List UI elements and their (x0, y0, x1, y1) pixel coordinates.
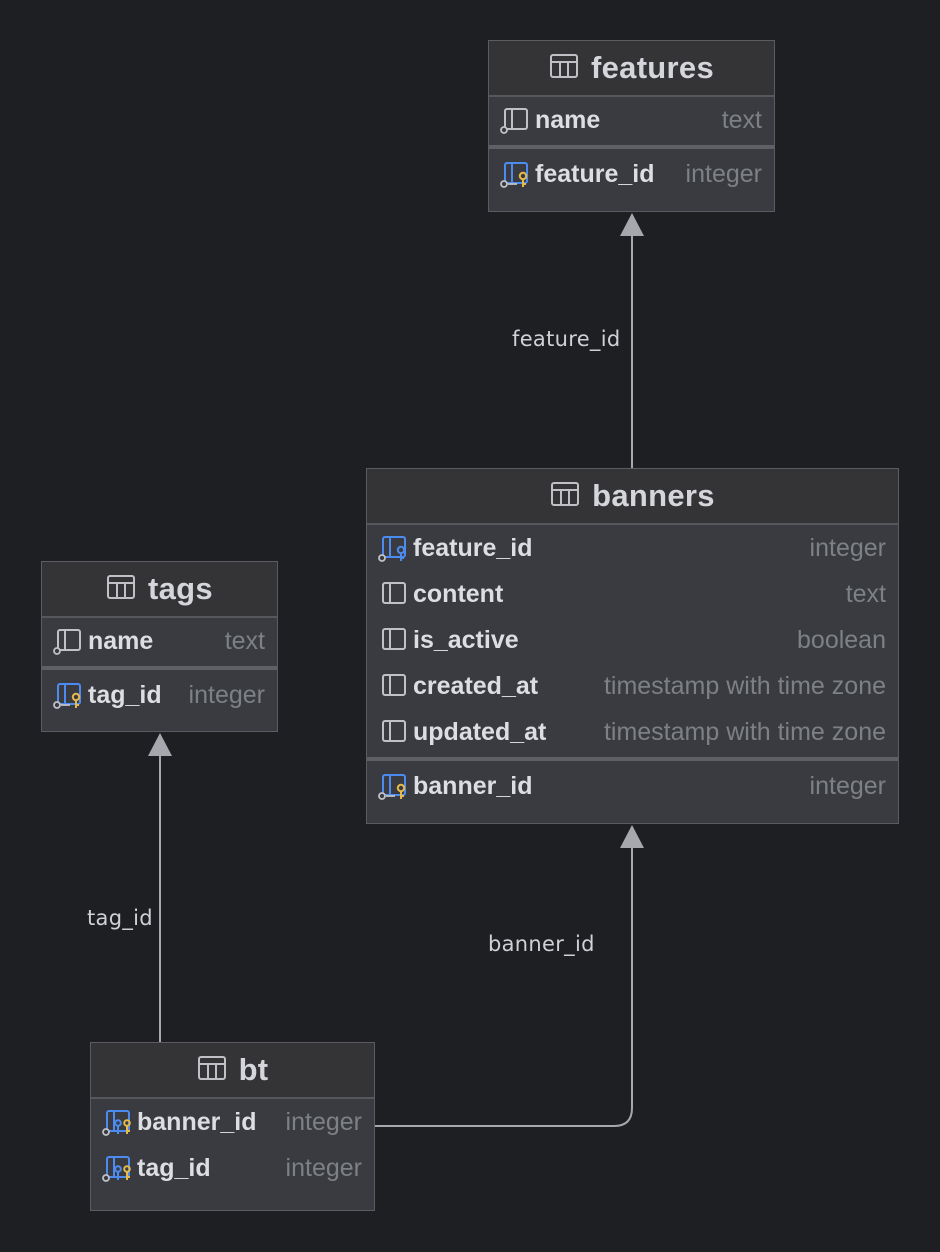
column-name: feature_id (413, 533, 533, 562)
column-name: content (413, 579, 504, 608)
column-row[interactable]: feature_id integer (367, 525, 898, 571)
table-title: features (590, 50, 714, 85)
column-type: boolean (797, 625, 886, 654)
connector-bt-banners[interactable] (374, 848, 633, 1127)
foreign-key-icon (377, 533, 409, 563)
primary-key-icon (499, 159, 531, 189)
table-icon (549, 53, 579, 84)
key-separator (42, 666, 277, 670)
primary-foreign-key-icon (101, 1153, 133, 1183)
column-name: banner_id (137, 1107, 257, 1136)
column-name: tag_id (88, 680, 162, 709)
column-type: integer (285, 1107, 362, 1136)
table-icon (550, 481, 580, 512)
column-type: text (224, 626, 265, 655)
relation-label-tag-id: tag_id (87, 906, 153, 930)
table-banners[interactable]: banners feature_id integer content text … (366, 468, 899, 824)
table-features[interactable]: features name text feature_id integer (488, 40, 775, 212)
column-type: timestamp with time zone (603, 717, 886, 746)
column-row[interactable]: feature_id integer (489, 151, 774, 197)
column-type: integer (809, 533, 886, 562)
relation-label-feature-id: feature_id (512, 327, 621, 351)
arrowhead-features (620, 213, 644, 236)
column-icon (377, 671, 409, 701)
column-name: updated_at (413, 717, 547, 746)
table-header-tags[interactable]: tags (42, 562, 277, 618)
table-header-banners[interactable]: banners (367, 469, 898, 525)
column-type: text (845, 579, 886, 608)
column-icon (52, 626, 84, 656)
column-icon (377, 717, 409, 747)
column-type: text (721, 105, 762, 134)
table-tags[interactable]: tags name text tag_id integer (41, 561, 278, 732)
arrowhead-banners (620, 825, 644, 848)
column-row[interactable]: banner_id integer (367, 763, 898, 809)
table-title: tags (148, 571, 213, 606)
table-title: bt (238, 1052, 269, 1087)
primary-key-icon (52, 680, 84, 710)
key-separator (367, 757, 898, 761)
table-header-features[interactable]: features (489, 41, 774, 97)
column-name: feature_id (535, 159, 655, 188)
table-bt[interactable]: bt banner_id integer tag_id integer (90, 1042, 375, 1211)
column-icon (377, 625, 409, 655)
column-row[interactable]: name text (489, 97, 774, 143)
column-row[interactable]: is_active boolean (367, 617, 898, 663)
column-icon (499, 105, 531, 135)
primary-key-icon (377, 771, 409, 801)
column-row[interactable]: banner_id integer (91, 1099, 374, 1145)
column-row[interactable]: created_at timestamp with time zone (367, 663, 898, 709)
table-icon (197, 1055, 227, 1086)
column-type: integer (285, 1153, 362, 1182)
column-type: integer (685, 159, 762, 188)
column-icon (377, 579, 409, 609)
column-name: name (535, 105, 601, 134)
column-row[interactable]: tag_id integer (42, 672, 277, 718)
column-row[interactable]: updated_at timestamp with time zone (367, 709, 898, 755)
column-row[interactable]: tag_id integer (91, 1145, 374, 1191)
column-name: banner_id (413, 771, 533, 800)
column-type: integer (188, 680, 265, 709)
column-name: created_at (413, 671, 539, 700)
column-row[interactable]: content text (367, 571, 898, 617)
table-icon (106, 574, 136, 605)
column-row[interactable]: name text (42, 618, 277, 664)
table-header-bt[interactable]: bt (91, 1043, 374, 1099)
column-name: tag_id (137, 1153, 211, 1182)
column-name: name (88, 626, 154, 655)
column-type: timestamp with time zone (603, 671, 886, 700)
column-name: is_active (413, 625, 519, 654)
column-type: integer (809, 771, 886, 800)
arrowhead-tags (148, 733, 172, 756)
primary-foreign-key-icon (101, 1107, 133, 1137)
relation-label-banner-id: banner_id (488, 932, 595, 956)
table-title: banners (592, 478, 715, 513)
key-separator (489, 145, 774, 149)
